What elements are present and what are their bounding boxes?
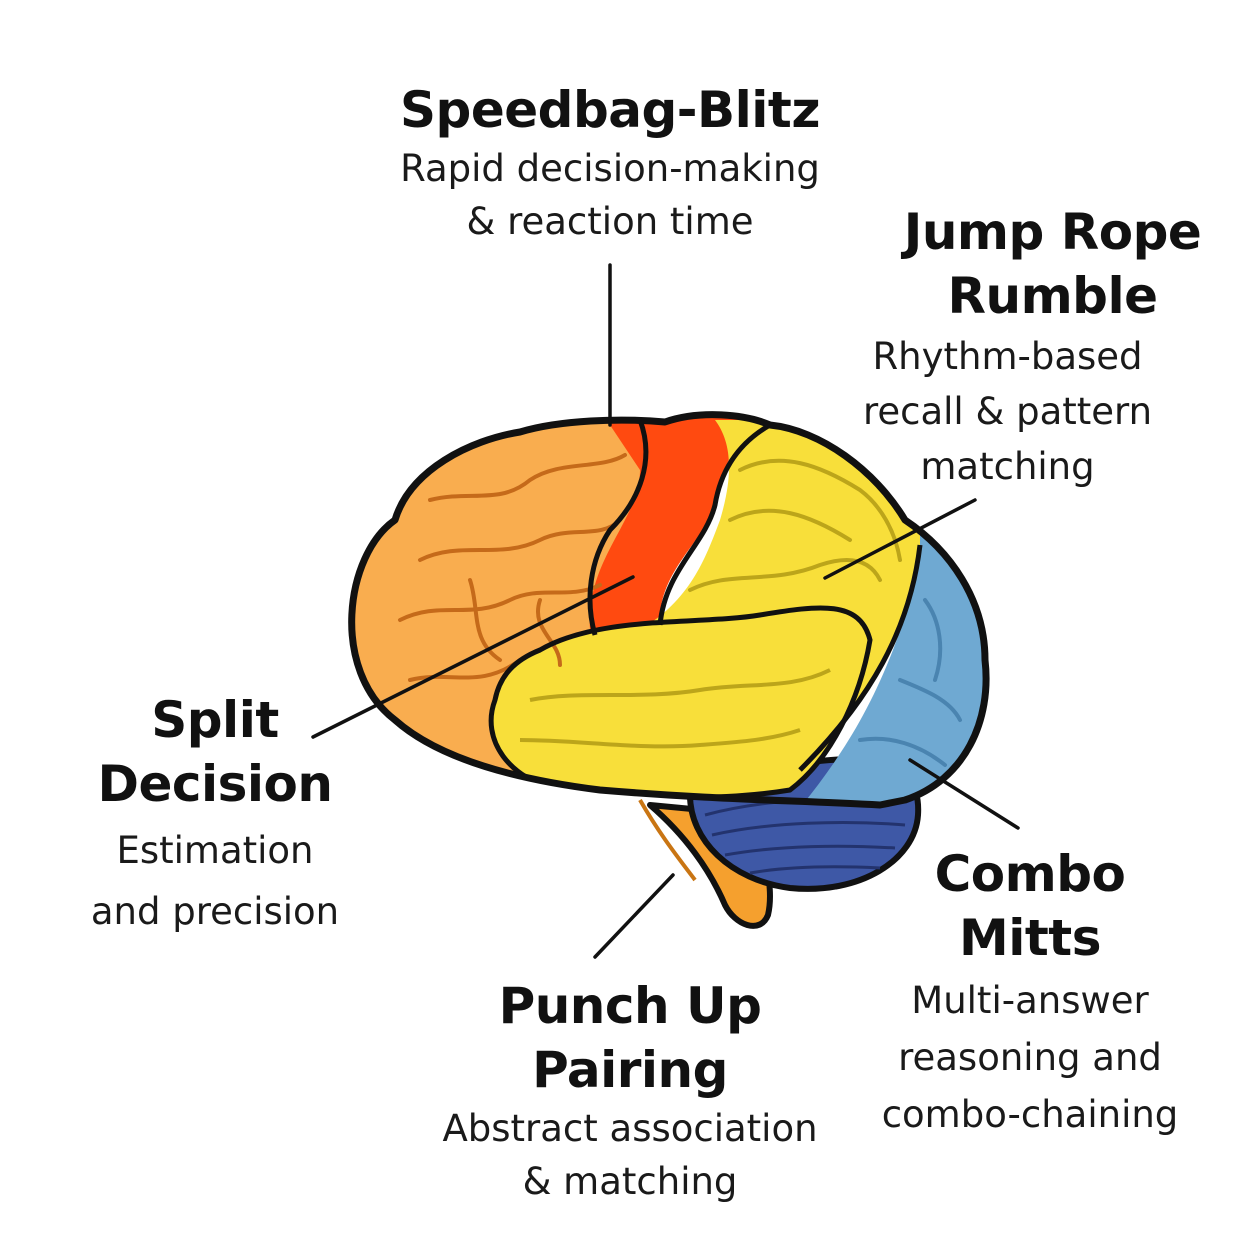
label-combo-mitts: Combo Mitts Multi-answer reasoning and c…	[860, 842, 1200, 1141]
region-desc-line: combo-chaining	[881, 1093, 1179, 1136]
occipital-lobe	[790, 520, 987, 805]
parietal-strip	[589, 414, 770, 630]
leader-line-punch	[593, 873, 675, 959]
region-desc-line: Multi-answer	[911, 979, 1149, 1022]
region-desc-line: & reaction time	[466, 200, 754, 243]
region-desc-line: Abstract association	[442, 1107, 818, 1150]
region-title: Split	[151, 691, 279, 749]
region-desc-line: & matching	[522, 1160, 738, 1203]
brain-outline	[348, 411, 990, 809]
region-title: Pairing	[532, 1041, 728, 1099]
region-desc-line: and precision	[90, 890, 340, 933]
leader-line-split	[311, 575, 635, 739]
region-title: Punch Up	[498, 977, 762, 1035]
region-title: Decision	[97, 755, 333, 813]
label-punch-up-pairing: Punch Up Pairing Abstract association & …	[425, 974, 835, 1208]
leader-line-jumprope	[823, 498, 977, 580]
region-title: Rumble	[947, 267, 1158, 325]
label-speedbag-blitz: Speedbag-Blitz Rapid decision-making & r…	[385, 78, 835, 248]
region-title: Speedbag-Blitz	[400, 81, 820, 139]
region-desc-line: reasoning and	[898, 1036, 1162, 1079]
region-title: Mitts	[959, 909, 1101, 967]
region-title: Combo	[934, 845, 1126, 903]
temporal-lobe	[491, 607, 870, 798]
region-desc-line: Estimation	[116, 829, 314, 872]
region-title: Jump Rope	[903, 203, 1202, 261]
region-desc-line: matching	[920, 445, 1095, 488]
region-desc-line: Rapid decision-making	[400, 147, 820, 190]
label-split-decision: Split Decision Estimation and precision	[60, 688, 370, 938]
region-desc-line: Rhythm-based	[872, 335, 1143, 378]
region-desc-line: recall & pattern	[862, 390, 1153, 433]
leader-line-combo	[908, 758, 1020, 830]
label-jump-rope-rumble: Jump Rope Rumble Rhythm-based recall & p…	[863, 200, 1225, 493]
